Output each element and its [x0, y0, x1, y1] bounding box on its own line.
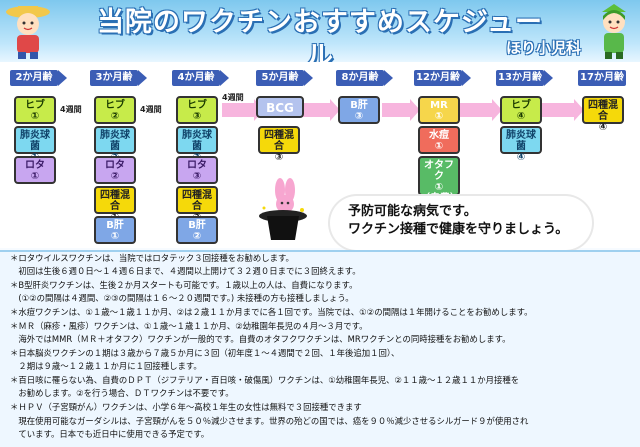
notes-section: [0, 250, 640, 447]
interval-label: 4週間: [140, 105, 162, 114]
flow-arrow-icon: [300, 99, 340, 121]
note-line: ＊日本脳炎ワクチンの１期は３歳から７歳５か月に３回（初年度１～４週間で２回、１年…: [10, 348, 400, 358]
vaccine-pneumococcal-3: 肺炎球菌③: [176, 126, 218, 163]
note-line: ＊B型肝炎ワクチンは、生後２か月スタートも可能です。１歳以上の人は、自費になりま…: [10, 280, 358, 290]
age-arrow-icon: [220, 70, 229, 86]
age-arrow-icon: [304, 70, 313, 86]
message-cloud: [330, 196, 592, 250]
note-line: ＊百日咳に罹らない為、自費のＤＰＴ（ジフテリア・百日咳・破傷風）ワクチンは、①幼…: [10, 375, 520, 385]
magic-hat-rabbit-icon: [259, 178, 307, 240]
note-line: ＊ＭＲ（麻疹・風疹）ワクチンは、①１歳～１歳１１か月、②幼稚園年長児の４月～３月…: [10, 321, 368, 331]
note-line: ＊水痘ワクチンは、①１歳～１歳１１か月、②は２歳１１か月までに各１回です。当院で…: [10, 307, 533, 317]
note-line: (①②の間隔は４週間、②③の間隔は１６～２０週間です。) 未接種の方も接種しまし…: [10, 293, 354, 303]
flow-arrow-icon: [540, 99, 584, 121]
vaccine-pneumococcal-1: 肺炎球菌①: [14, 126, 56, 163]
note-line: 海外ではMMR（ＭＲ＋オタフク）ワクチンが一般的です。自費のオタフクワクチンは、…: [10, 334, 511, 344]
flow-arrow-icon: [382, 99, 420, 121]
note-line: ２期は９歳～１２歳１１か月に１回接種します。: [10, 361, 202, 371]
vaccine-bcg: BCG: [256, 96, 304, 118]
flow-arrow-icon: [222, 99, 264, 121]
age-arrow-icon: [138, 70, 147, 86]
note-line: ています。日本でも近日中に使用できる予定です。: [10, 429, 210, 439]
page-title: 当院のワクチンおすすめスケジュール: [96, 7, 544, 72]
vaccine-pneumococcal-2: 肺炎球菌②: [94, 126, 136, 163]
girl-character-icon: [602, 4, 626, 59]
message-text: 予防可能な病気です。 ワクチン接種で健康を守りましょう。: [348, 203, 588, 239]
age-header-8m: 8か月齢: [336, 70, 384, 86]
message-line-1: 予防可能な病気です。: [348, 204, 477, 219]
boy-character-icon: [6, 6, 50, 59]
age-header-4m: 4か月齢: [172, 70, 220, 86]
age-header-2m: 2か月齢: [10, 70, 58, 86]
note-line: 現在使用可能なガーダシルは、子宮頸がんを５０％減少させます。世界の殆どの国では、…: [10, 416, 529, 426]
vaccine-dpt-ipv-2: 四種混合②: [176, 186, 218, 223]
note-line: ＊ＨＰＶ（子宮頸がん）ワクチンは、小学６年～高校１年生の女性は無料で３回接種でき…: [10, 402, 362, 412]
interval-label: 4週間: [222, 93, 244, 102]
age-header-3m: 3か月齢: [90, 70, 138, 86]
age-header-17m: 17か月齢: [578, 70, 626, 86]
interval-label: 4週間: [60, 105, 82, 114]
age-arrow-icon: [384, 70, 393, 86]
age-arrow-icon: [544, 70, 553, 86]
age-header-12m: 12か月齢: [414, 70, 462, 86]
note-line: ＊ロタウイルスワクチンは、当院ではロタテック３回接種をお勧めします。: [10, 253, 294, 263]
clinic-name: ほり小児科: [506, 39, 582, 57]
age-header-13m: 13か月齢: [496, 70, 544, 86]
vaccine-dpt-ipv-1: 四種混合①: [94, 186, 136, 223]
message-line-2: ワクチン接種で健康を守りましょう。: [348, 222, 569, 237]
flow-arrow-icon: [460, 99, 502, 121]
age-header-5m: 5か月齢: [256, 70, 304, 86]
age-arrow-icon: [58, 70, 67, 86]
header-banner: 当院のワクチンおすすめスケジュール ほり小児科: [0, 0, 640, 72]
age-arrow-icon: [462, 70, 471, 86]
note-line: 初回は生後６週０日～１４週６日まで、４週間以上開けて３２週０日までに３回終えます…: [10, 266, 361, 276]
note-line: お勧めします。②を行う場合、ＤＴワクチンは不要です。: [10, 388, 234, 398]
